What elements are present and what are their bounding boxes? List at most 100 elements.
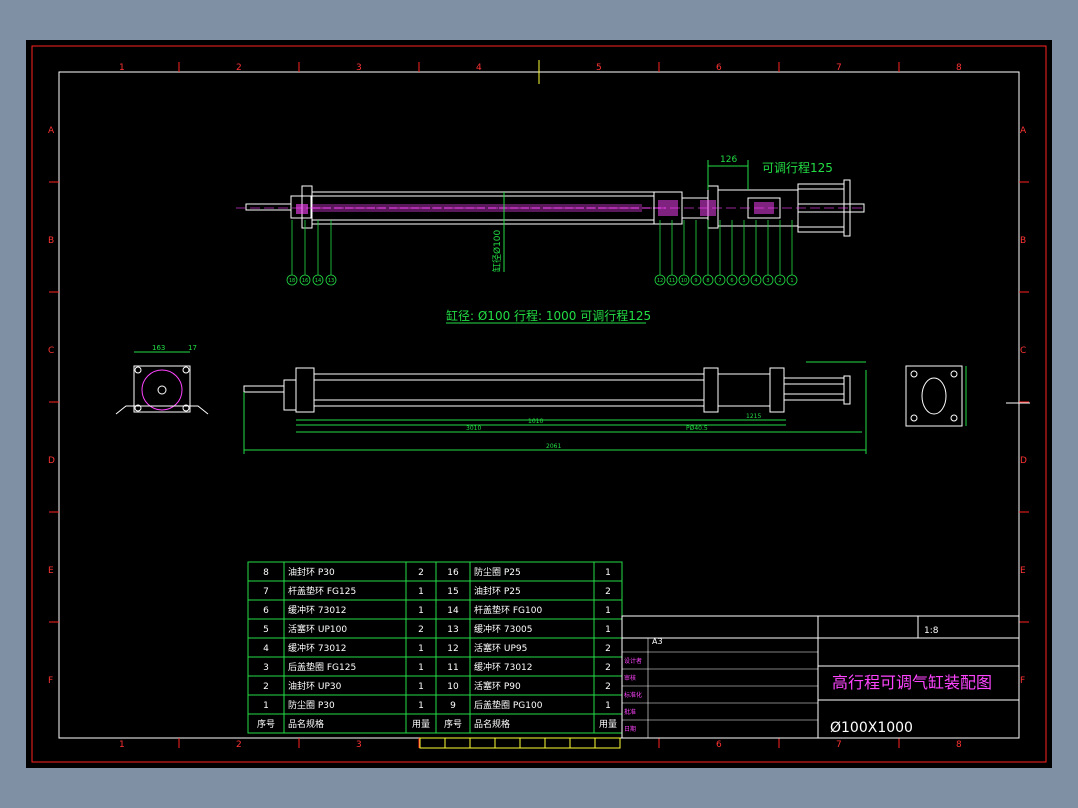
callout-right-number: 11 [669,278,675,284]
parts-row-qty: 2 [418,625,424,635]
end-bore-circle [141,369,183,411]
callout-right-number: 4 [754,278,757,284]
zone-row-D-right: D [1020,456,1027,466]
zone-row-A-left: A [48,126,55,136]
end-plate-square [133,365,191,413]
parts-row-no: 9 [450,701,456,711]
parts-row-qty: 1 [418,606,424,616]
zone-col-1-bottom: 1 [119,740,125,750]
parts-row-name: 活塞环 UP100 [288,623,347,635]
dim-17-text: 17 [188,344,197,352]
parts-row-qty: 1 [605,568,611,578]
zone-col-4-top: 4 [476,63,482,73]
rear-bolt-1 [910,370,918,378]
right-tie-rod-top [797,183,845,190]
dim-163-text: 163 [152,344,165,352]
side-view: 1215 1010 3010 PØ40.5 2061 [243,361,867,454]
title-field-label: 设计者 [624,657,642,665]
side-mid-flange [703,367,719,413]
dim-3010-text: 3010 [466,425,481,432]
end-bolt-3 [134,404,142,412]
parts-row-no: 12 [447,644,458,654]
zone-row-F-right: F [1020,676,1025,686]
zone-col-3-top: 3 [356,63,362,73]
callout-right-bubble [750,274,762,286]
rear-bore-ellipse [921,377,947,415]
material-value: A3 [652,637,663,646]
parts-header-qty: 用量 [599,719,617,730]
left-seal-hatch [296,204,308,214]
side-front-flange [295,367,315,413]
parts-header-name: 品名规格 [474,718,510,730]
callout-left-number: 16 [302,278,308,284]
parts-row-qty: 1 [605,606,611,616]
parts-row-qty: 2 [605,587,611,597]
callout-left-number: 13 [328,278,334,284]
parts-row-no: 6 [263,606,269,616]
rear-plate-square [905,365,963,427]
callout-right-bubble [690,274,702,286]
end-view-right [905,365,967,427]
dim-1215-text: 1215 [746,413,761,420]
parts-row-name: 杆盖垫环 FG100 [474,604,542,616]
zone-col-3-bottom: 3 [356,740,362,750]
zone-col-5-top: 5 [596,63,602,73]
parts-row-no: 1 [263,701,269,711]
zone-col-2-bottom: 2 [236,740,242,750]
right-tie-rod-bottom [797,226,845,233]
callout-right-bubble [666,274,678,286]
callout-left-number: 14 [315,278,321,284]
parts-row-name: 活塞环 P90 [474,680,521,692]
parts-row-qty: 2 [418,568,424,578]
parts-header-no: 序号 [444,718,462,730]
adjustable-stroke-label: 可调行程125 [762,160,833,175]
parts-row-no: 14 [447,606,459,616]
side-front-cap [283,379,297,411]
side-adjust-rod [783,383,845,395]
parts-row-name: 后盖垫圈 PG100 [474,699,543,711]
callout-right-bubble [678,274,690,286]
dim-126-text: 126 [720,155,737,165]
title-block-frame [621,615,1020,739]
parts-row-name: 缓冲环 73012 [288,642,347,654]
bore-label: 缸径Ø100 [491,229,503,272]
title-field-label: 批准 [624,708,636,716]
callout-left-bubble [299,274,311,286]
parts-row-qty: 1 [418,644,424,654]
zone-col-1-top: 1 [119,63,125,73]
callout-left-number: 18 [289,278,295,284]
end-bolt-1 [134,366,142,374]
model-number: Ø100X1000 [830,720,913,736]
left-rod-end [245,203,292,211]
parts-row-no: 10 [447,682,459,692]
parts-row-no: 7 [263,587,269,597]
zone-row-E-left: E [48,566,54,576]
side-rod [243,385,285,393]
parts-row-name: 杆盖垫环 FG125 [288,585,356,597]
callout-right-number: 3 [766,278,769,284]
parts-row-qty: 2 [605,644,611,654]
zone-row-C-left: C [48,346,54,356]
parts-row-name: 缓冲环 73012 [288,604,347,616]
parts-row-name: 防尘圈 P25 [474,566,521,578]
zone-row-A-right: A [1020,126,1027,136]
end-bolt-2 [182,366,190,374]
parts-row-name: 油封环 P25 [474,585,521,597]
dim-2061-text: 2061 [546,443,561,450]
parts-row-no: 5 [263,625,269,635]
parts-row-no: 11 [447,663,458,673]
zone-col-2-top: 2 [236,63,242,73]
parts-row-name: 缓冲环 73005 [474,623,533,635]
callout-right-bubble [774,274,786,286]
parts-row-qty: 1 [418,663,424,673]
zone-row-F-left: F [48,676,53,686]
parts-row-name: 缓冲环 73012 [474,661,533,673]
zone-col-6-bottom: 6 [716,740,722,750]
rear-bolt-4 [950,414,958,422]
scale-strip [419,737,621,749]
end-bolt-4 [182,404,190,412]
callout-left-bubble [325,274,337,286]
parts-row-qty: 1 [418,701,424,711]
parts-header-no: 序号 [257,718,275,730]
